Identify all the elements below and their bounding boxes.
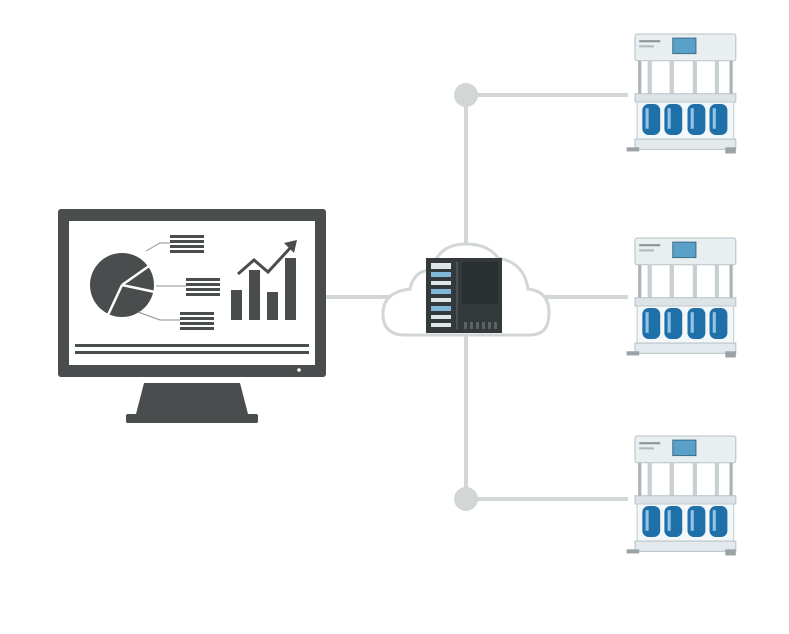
timeline-bar xyxy=(75,344,309,354)
dissolution-tester-icon xyxy=(626,237,737,359)
text-block-1 xyxy=(170,235,204,253)
junction-bottom xyxy=(454,487,478,511)
cloud-server-icon xyxy=(381,242,551,337)
pie-chart-icon xyxy=(90,253,156,317)
dissolution-tester-icon xyxy=(626,435,737,557)
text-block-3 xyxy=(180,312,214,330)
pie-callouts xyxy=(137,242,186,321)
dissolution-tester-icon xyxy=(626,33,737,155)
trend-arrow-icon xyxy=(237,240,297,276)
junction-top xyxy=(454,83,478,107)
bar-chart-icon xyxy=(231,258,296,320)
server-rack-icon xyxy=(426,258,502,333)
text-block-2 xyxy=(186,278,220,296)
monitor-analytics-icon xyxy=(58,209,326,423)
